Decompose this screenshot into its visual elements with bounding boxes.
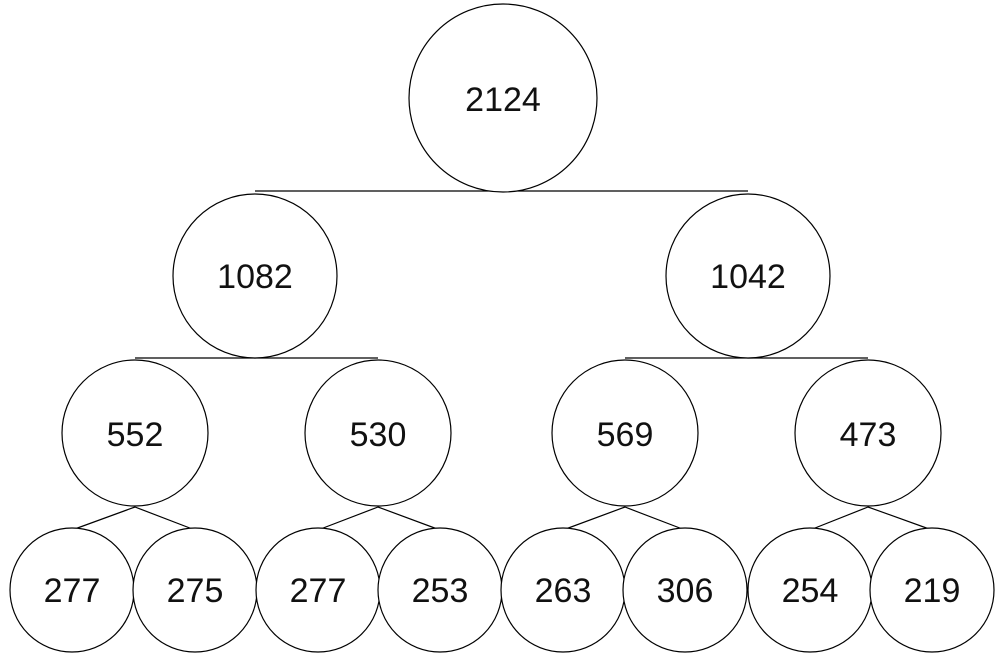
node-value: 1042 (710, 258, 786, 296)
node-value: 253 (412, 572, 469, 610)
tree-node-leaf: 306 (622, 527, 748, 653)
node-value: 254 (782, 572, 839, 610)
node-value: 306 (657, 572, 714, 610)
tree-node-level2: 552 (61, 359, 209, 507)
node-value: 552 (107, 416, 164, 454)
tree-node-leaf: 253 (377, 527, 503, 653)
node-value: 219 (904, 572, 961, 610)
tree-node-leaf: 263 (500, 527, 626, 653)
tree-node-leaf: 275 (132, 527, 258, 653)
edge-530-277 (317, 506, 379, 531)
edge-552-275 (134, 506, 196, 531)
tree-node-leaf: 277 (9, 527, 135, 653)
tree-node-leaf: 277 (255, 527, 381, 653)
tree-node-leaf: 254 (747, 527, 873, 653)
edge-569-306 (624, 506, 686, 531)
edge-473-254 (809, 506, 869, 531)
node-value: 263 (535, 572, 592, 610)
edge-552-277 (71, 506, 136, 531)
node-value: 2124 (465, 81, 541, 119)
edge-473-219 (867, 506, 933, 531)
node-value: 275 (167, 572, 224, 610)
edge-569-263 (562, 506, 626, 531)
node-value: 1082 (217, 258, 293, 296)
tree-node-leaf: 219 (869, 527, 995, 653)
node-value: 473 (840, 416, 897, 454)
tree-node-level1: 1042 (665, 193, 831, 359)
tree-node-level2: 530 (304, 359, 452, 507)
node-value: 569 (597, 416, 654, 454)
tree-node-level1: 1082 (172, 193, 338, 359)
tree-node-level2: 569 (551, 359, 699, 507)
edge-530-253 (377, 506, 441, 531)
tree-node-level2: 473 (794, 359, 942, 507)
tree-node-root: 2124 (408, 3, 598, 193)
node-value: 277 (290, 572, 347, 610)
node-value: 277 (44, 572, 101, 610)
node-value: 530 (350, 416, 407, 454)
